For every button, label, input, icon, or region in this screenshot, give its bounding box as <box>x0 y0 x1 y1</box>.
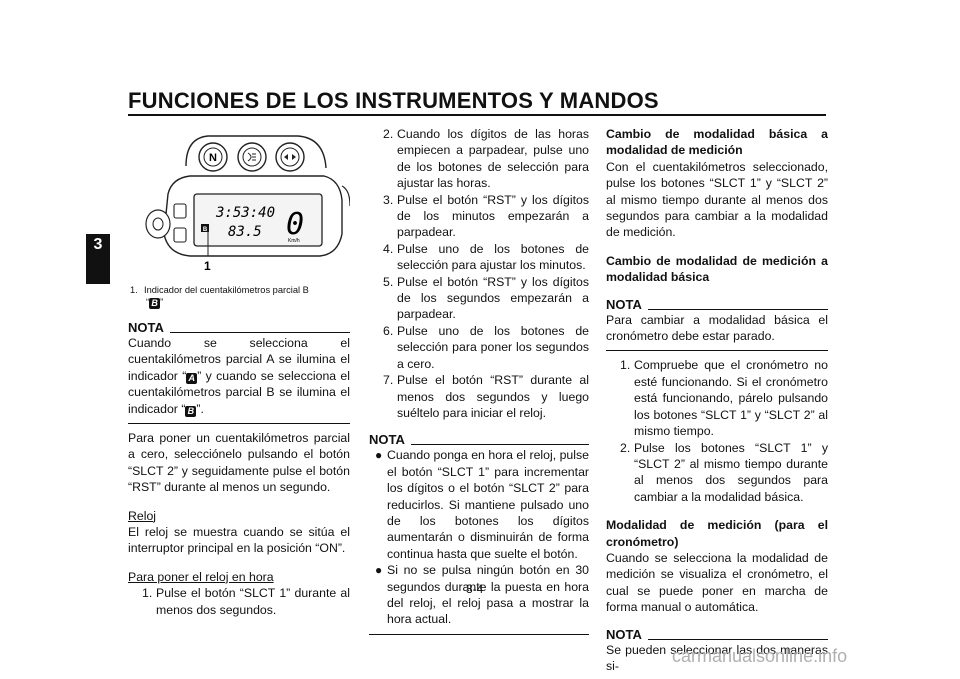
page-title: FUNCIONES DE LOS INSTRUMENTOS Y MANDOS <box>128 88 659 113</box>
section-heading-reloj: Reloj <box>128 508 157 523</box>
nota-end-rule <box>606 350 828 352</box>
bullet-icon: ● <box>375 448 383 463</box>
body-text: Con el cuentakilómetros seleccionado, pu… <box>606 159 828 240</box>
section-heading: Cambio de modalidad de medición a modali… <box>606 253 828 285</box>
list-item: 5.Pulse el botón “RST” y los dígitos de … <box>383 274 589 322</box>
list-item: 2.Cuando los dígitos de las horas empiec… <box>383 127 589 191</box>
trip-b-icon: B <box>185 405 197 417</box>
lcd-speed: 0 <box>286 207 304 242</box>
watermark: carmanualsonline.info <box>672 646 848 666</box>
column-1: N 3:53:40 83.5 0 Km/h B 1 <box>128 124 351 618</box>
chapter-number: 3 <box>93 236 103 253</box>
section-heading-poner: Para poner el reloj en hora <box>128 569 274 584</box>
nota-text: Se pueden seleccionar las dos maneras si… <box>606 642 828 673</box>
instrument-illustration: N 3:53:40 83.5 0 Km/h B 1 <box>145 135 351 273</box>
body-text: Cuando se selecciona la modalidad de med… <box>606 550 828 615</box>
reloj-text: El reloj se muestra cuando se sitúa el i… <box>128 525 350 556</box>
bullet-icon: ● <box>375 563 383 578</box>
instrument-figure: N 3:53:40 83.5 0 Km/h B 1 <box>128 124 351 280</box>
nota-heading: NOTA <box>606 627 828 642</box>
nota-end-rule <box>369 633 589 635</box>
lcd-trip: 83.5 <box>228 224 262 240</box>
list-item: 4.Pulse uno de los botones de selección … <box>383 241 589 273</box>
section-heading: Modalidad de medición (para el cronómetr… <box>606 518 828 549</box>
list-item: 2.Pulse los botones “SLCT 1” y “SLCT 2” … <box>620 440 828 504</box>
nota-heading: NOTA <box>128 321 350 335</box>
trip-a-icon: A <box>186 372 198 384</box>
list-item: 1.Compruebe que el cronómetro no esté fu… <box>620 358 828 439</box>
list-item: 3.Pulse el botón “RST” y los dígitos de … <box>383 192 589 240</box>
callout-number: 1 <box>204 259 211 273</box>
neutral-lamp-label: N <box>209 152 217 164</box>
svg-text:B: B <box>203 227 208 233</box>
column-2: 2.Cuando los dígitos de las horas empiec… <box>369 126 589 641</box>
turn-signal-lamp <box>275 142 305 172</box>
lcd-clock: 3:53:40 <box>215 205 275 221</box>
nota-text: Para cambiar a modalidad básica el cronó… <box>606 312 828 344</box>
figure-caption: 1.Indicador del cuentakilómetros parcial… <box>130 285 309 309</box>
list-item: 7.Pulse el botón “RST” durante al menos … <box>383 373 589 420</box>
bullet-item: ●Cuando ponga en hora el reloj, pulse el… <box>375 448 589 561</box>
lcd-display <box>193 193 323 247</box>
neutral-lamp <box>198 142 228 172</box>
trip-b-indicator <box>201 224 209 232</box>
header-rule <box>128 114 826 116</box>
nota-heading: NOTA <box>369 433 589 447</box>
column-3: Cambio de modalidad básica a modalidad d… <box>606 126 828 674</box>
list-item: 1.Pulse el botón “SLCT 1” durante al men… <box>142 586 350 617</box>
list-item: 6.Pulse uno de los botones de selección … <box>383 323 589 371</box>
chapter-tab <box>86 234 110 284</box>
nota-end-rule <box>128 423 350 425</box>
page-number: 3-4 <box>466 582 484 596</box>
reset-paragraph: Para poner un cuentakilómetros parcial a… <box>128 431 350 495</box>
lcd-unit: Km/h <box>288 238 300 244</box>
nota-heading: NOTA <box>606 297 828 312</box>
section-heading: Cambio de modalidad básica a modalidad d… <box>606 127 828 158</box>
bullet-item: ●Si no se pulsa ningún botón en 30 segun… <box>375 563 589 627</box>
nota-text: Cuando se selecciona el cuentakilómetros… <box>128 336 350 417</box>
trip-b-icon: B <box>149 298 161 309</box>
